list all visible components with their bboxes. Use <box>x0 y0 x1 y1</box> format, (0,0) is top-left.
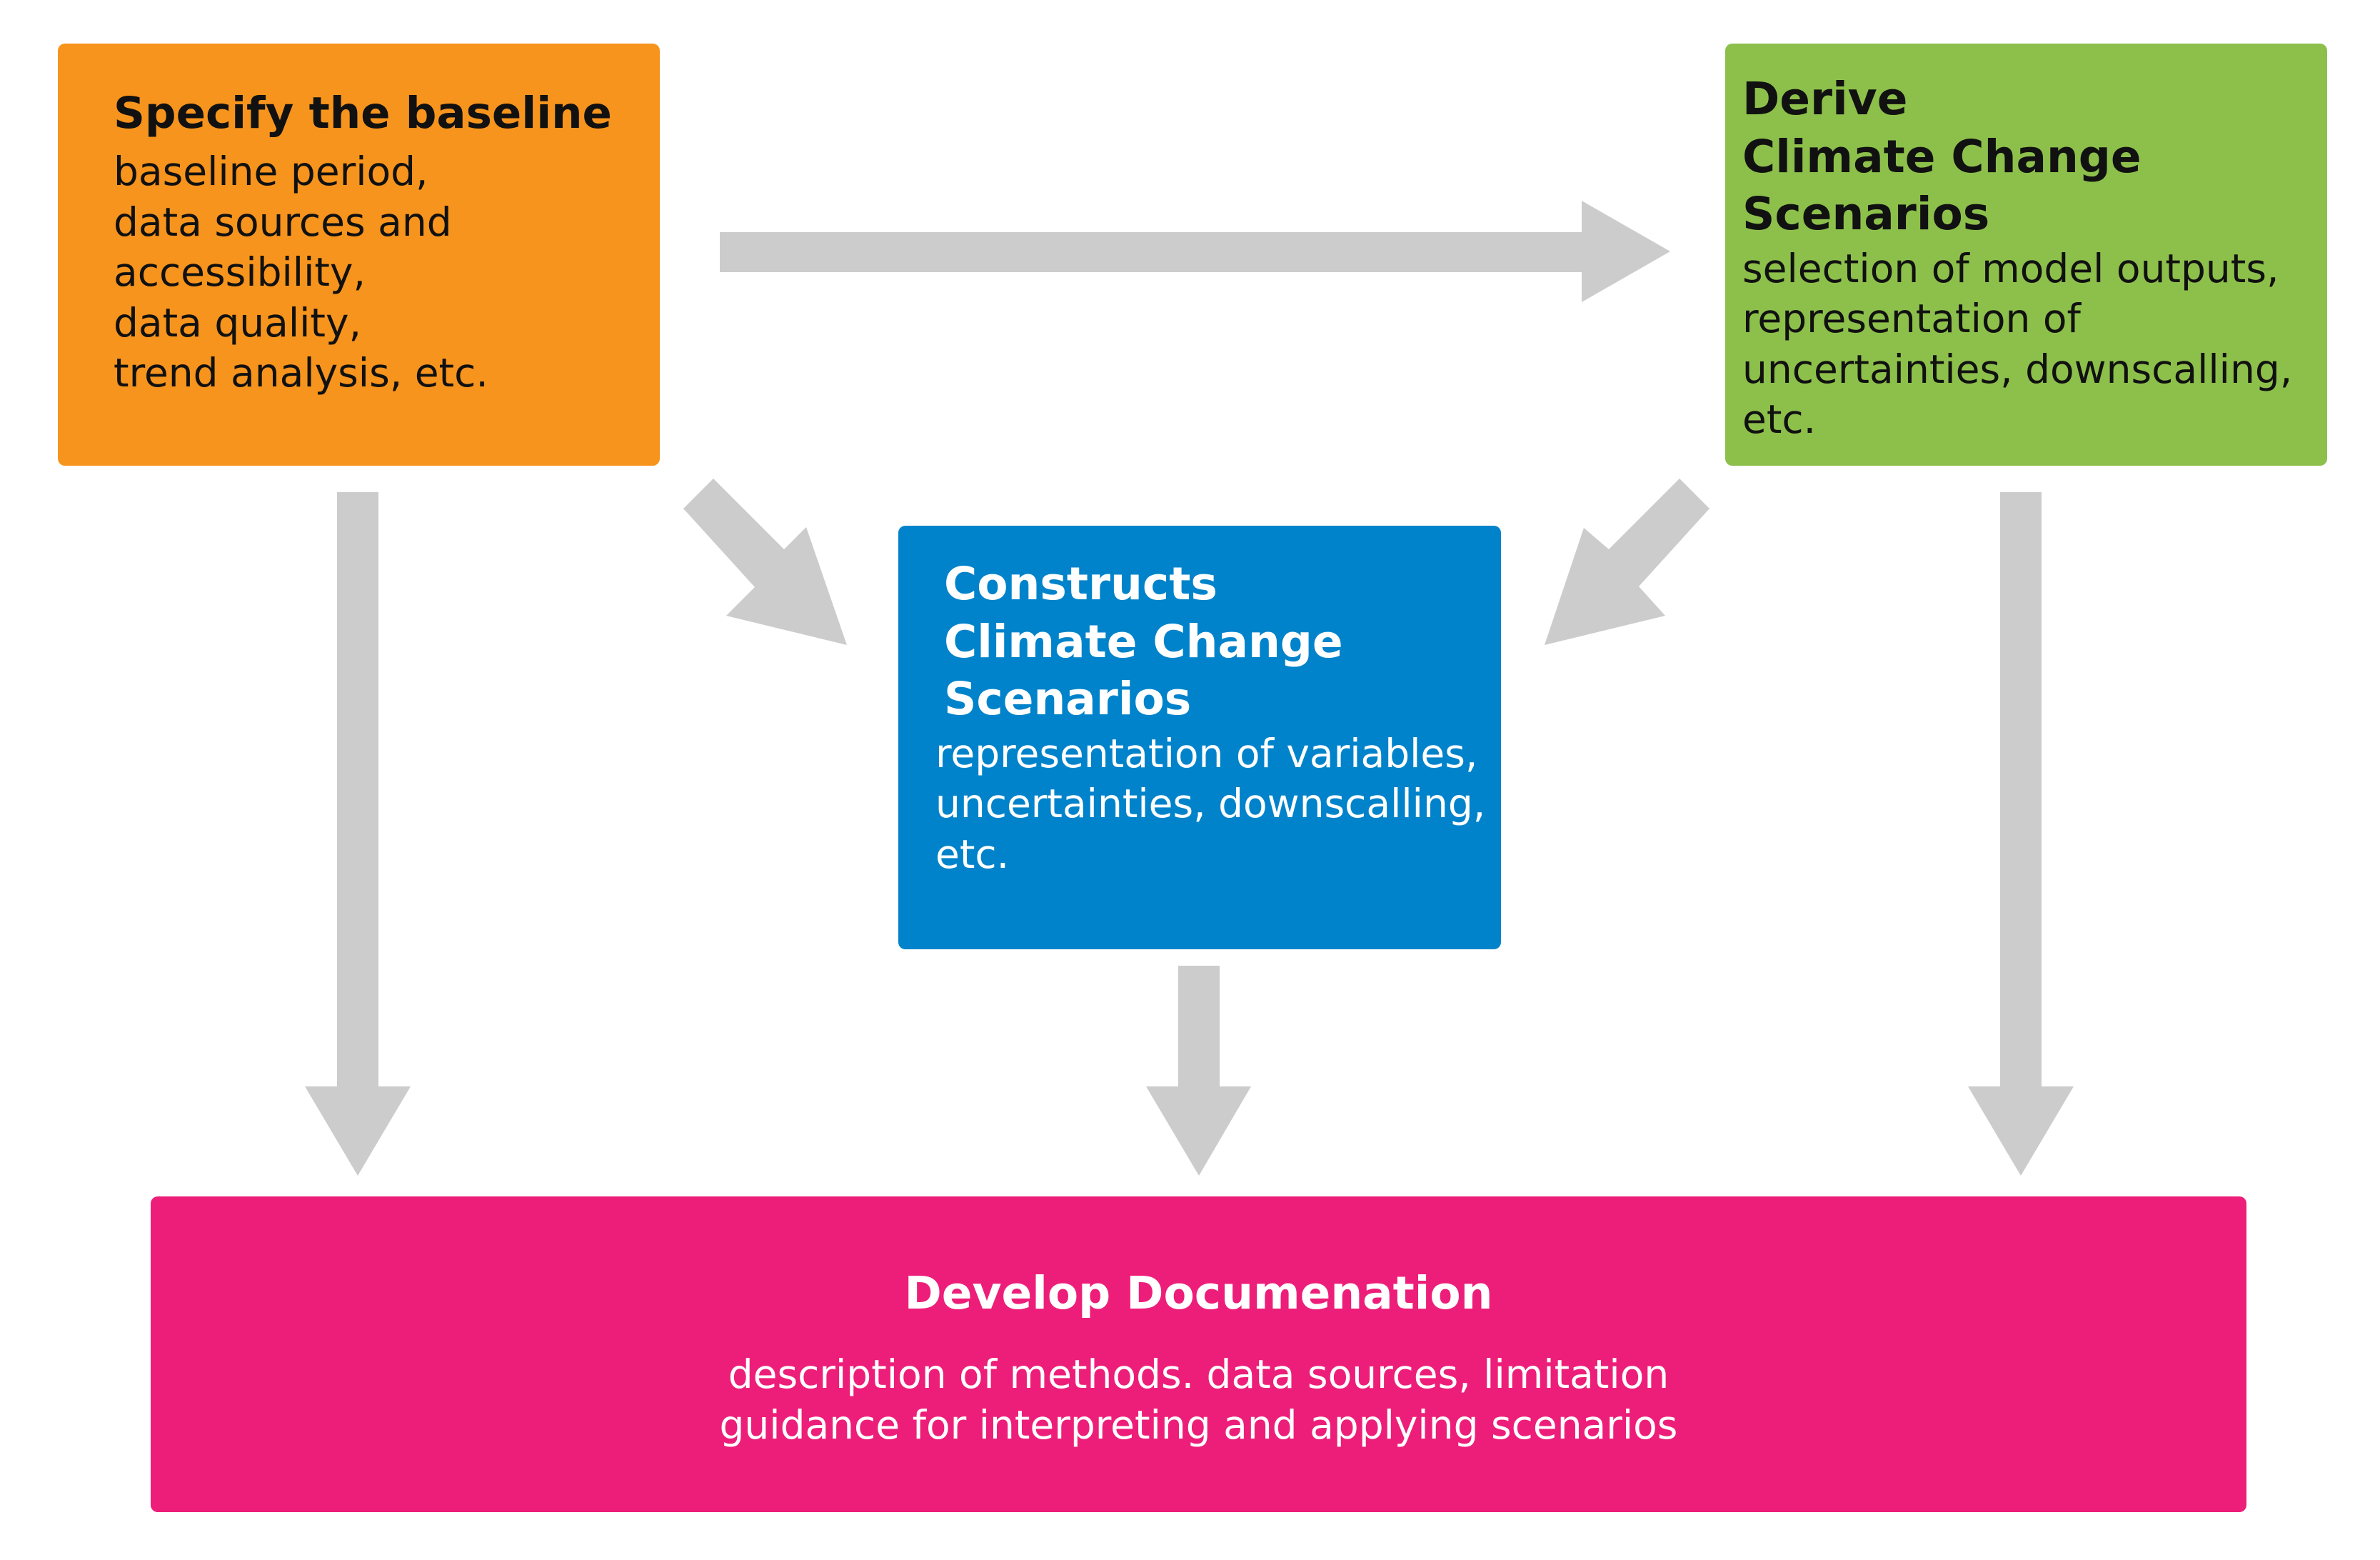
box-derive-scenarios: Derive Climate Change Scenarios selectio… <box>1725 44 2327 466</box>
arrow-baseline-to-construct <box>683 479 847 645</box>
box-specify-baseline-body: baseline period, data sources and access… <box>114 149 488 396</box>
box-specify-baseline-title: Specify the baseline <box>114 88 612 139</box>
arrow-baseline-to-documentation <box>305 492 411 1176</box>
box-develop-documentation: Develop Documenation description of meth… <box>151 1196 2246 1512</box>
box-derive-scenarios-body: selection of model outputs, representati… <box>1742 245 2293 443</box>
box-develop-documentation-title: Develop Documenation <box>904 1267 1493 1319</box>
arrow-baseline-to-derive <box>720 201 1670 302</box>
arrow-derive-to-construct <box>1545 479 1709 645</box>
box-derive-scenarios-title: Derive Climate Change Scenarios <box>1742 73 2142 240</box>
box-construct-scenarios-body: representation of variables, uncertainti… <box>935 730 1486 877</box>
box-construct-scenarios: Constructs Climate Change Scenarios repr… <box>898 526 1501 949</box>
box-construct-scenarios-title: Constructs Climate Change Scenarios <box>944 558 1343 725</box>
box-develop-documentation-body: description of methods. data sources, li… <box>719 1351 1678 1448</box>
arrow-construct-to-documentation <box>1146 966 1251 1176</box>
arrow-derive-to-documentation <box>1968 492 2074 1176</box>
box-specify-baseline: Specify the baseline baseline period, da… <box>58 44 660 466</box>
